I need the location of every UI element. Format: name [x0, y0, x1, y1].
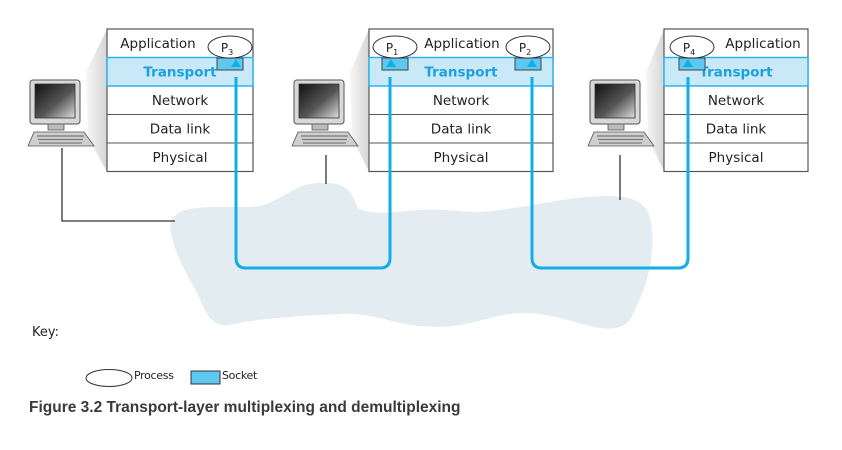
layer-label-transport: Transport — [424, 65, 498, 81]
computer-icon — [588, 80, 654, 146]
layer-label-data-link: Data link — [706, 122, 767, 138]
legend-process-label: Process — [134, 369, 174, 382]
legend-socket — [190, 367, 222, 388]
layer-label-transport: Transport — [143, 65, 217, 81]
host-right: ApplicationTransportNetworkData linkPhys… — [588, 29, 808, 172]
stack-shadow — [646, 29, 664, 172]
layer-label-physical: Physical — [153, 150, 208, 166]
socket — [515, 58, 541, 70]
layer-label-network: Network — [708, 93, 765, 109]
layer-label-transport: Transport — [699, 65, 773, 81]
layer-label-data-link: Data link — [431, 122, 492, 138]
computer-icon — [292, 80, 358, 146]
legend-socket-label: Socket — [222, 369, 257, 382]
layer-label-network: Network — [433, 93, 490, 109]
layer-label-data-link: Data link — [150, 122, 211, 138]
figure-caption: Figure 3.2 Transport-layer multiplexing … — [29, 399, 461, 417]
layer-label-physical: Physical — [709, 150, 764, 166]
stack-shadow — [86, 29, 107, 172]
stack-shadow — [350, 29, 369, 172]
layer-label-application: Application — [120, 36, 195, 52]
socket-rect-icon — [190, 368, 222, 388]
key-title: Key: — [32, 325, 59, 340]
layer-label-network: Network — [152, 93, 209, 109]
socket — [382, 58, 408, 70]
computer-icon — [28, 80, 94, 146]
layer-label-application: Application — [424, 36, 499, 52]
host-middle: ApplicationTransportNetworkData linkPhys… — [292, 29, 553, 172]
socket — [679, 58, 705, 70]
layer-label-application: Application — [725, 36, 800, 52]
network-cloud — [170, 183, 652, 329]
layer-label-physical: Physical — [434, 150, 489, 166]
